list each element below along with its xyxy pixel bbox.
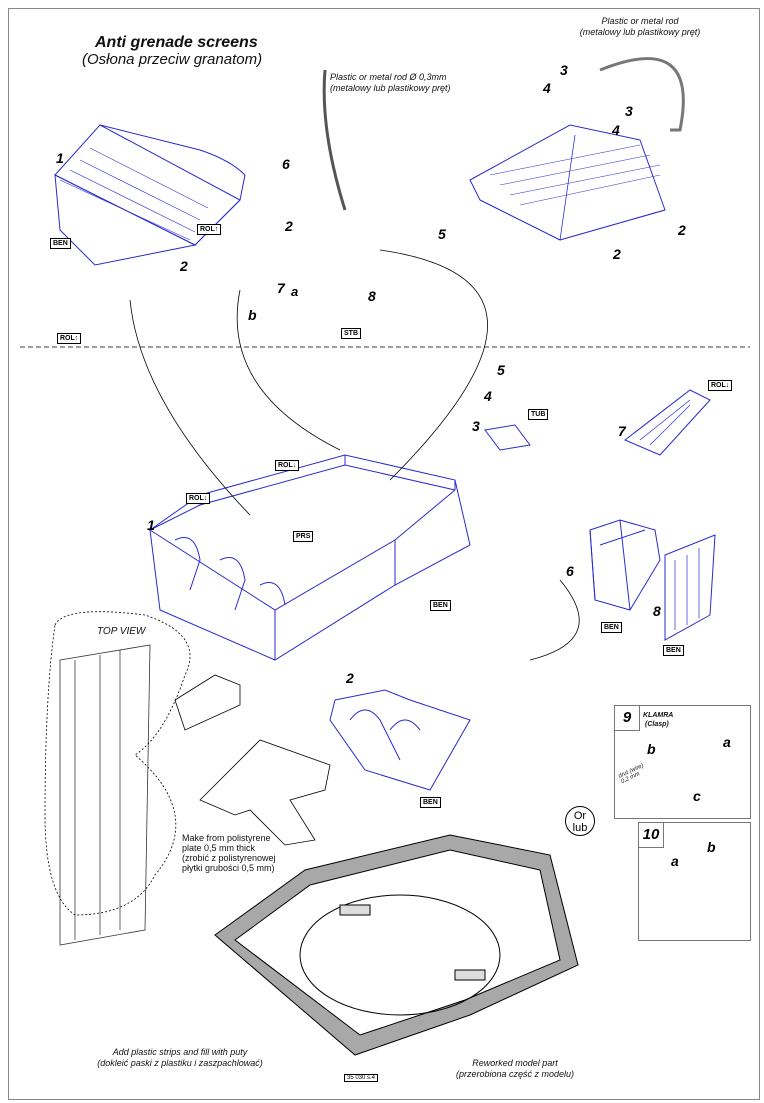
- part-letter: a: [671, 853, 679, 869]
- rod-note-mid-pl: (metalowy lub plastikowy pręt): [330, 83, 451, 93]
- clasp-box-9: 9 KLAMRA (Clasp) b a c drut (wire) 0,2 m…: [614, 705, 751, 819]
- part-letter: b: [647, 741, 656, 757]
- part-number: 7: [277, 280, 285, 296]
- tag-ben: BEN: [663, 645, 684, 656]
- clasp-subtitle: (Clasp): [645, 721, 669, 728]
- part-number: 2: [285, 218, 293, 234]
- part-letter: a: [291, 284, 299, 299]
- part-number: 6: [566, 563, 574, 579]
- tag-ben: BEN: [601, 622, 622, 633]
- part-number: 4: [484, 388, 492, 404]
- plate-part-3: [484, 424, 531, 451]
- strip-part-2: [329, 689, 471, 791]
- wire-note: drut (wire) 0,2 mm: [618, 763, 648, 785]
- tag-ben: BEN: [50, 238, 71, 249]
- page-subtitle: (Osłona przeciw granatom): [82, 51, 263, 68]
- part-number: 4: [612, 122, 620, 138]
- rod-note-top: Plastic or metal rod (metalowy lub plast…: [565, 16, 715, 38]
- reworked-note: Reworked model part (przerobiona część z…: [440, 1058, 590, 1080]
- strips-note: Add plastic strips and fill with puty (d…: [70, 1047, 290, 1069]
- part-number: 5: [497, 362, 505, 378]
- clasp-title: KLAMRA: [643, 712, 674, 719]
- reworked-hull-base: [214, 834, 579, 1056]
- part-number: 6: [282, 156, 290, 172]
- reworked-note-en: Reworked model part: [472, 1058, 558, 1068]
- box-number: 9: [615, 706, 640, 731]
- tag-rol-up: ROL↑: [57, 333, 82, 344]
- tag-rol-down: ROL↓: [275, 460, 300, 471]
- part-number: 2: [613, 246, 621, 262]
- rod-note-top-pl: (metalowy lub plastikowy pręt): [579, 27, 701, 37]
- tag-ben: BEN: [420, 797, 441, 808]
- rod-note-mid: Plastic or metal rod Ø 0,3mm (metalowy l…: [330, 72, 451, 94]
- rod-note-top-en: Plastic or metal rod: [601, 16, 679, 26]
- part-number: 1: [56, 150, 64, 166]
- polystyrene-note-line: Make from polistyrene: [182, 833, 271, 843]
- panel-part-8: [664, 534, 716, 641]
- part-number: 3: [560, 62, 568, 78]
- page-code: 35 030 s.4: [344, 1074, 379, 1082]
- part-number: 3: [472, 418, 480, 434]
- or-lub-callout: Or lub: [565, 806, 595, 836]
- tag-stb: STB: [341, 328, 361, 339]
- part-number: 3: [625, 103, 633, 119]
- polystyrene-note-line: (zrobić z polistyrenowej: [182, 853, 276, 863]
- part-number: 8: [653, 603, 661, 619]
- part-letter: c: [693, 788, 701, 804]
- page-title: Anti grenade screens: [95, 34, 258, 51]
- strips-note-en: Add plastic strips and fill with puty: [112, 1047, 248, 1057]
- part-number: 5: [438, 226, 446, 242]
- tag-prs: PRS: [293, 531, 314, 542]
- part-number: 4: [543, 80, 551, 96]
- tag-rol-up: ROL↑: [197, 224, 222, 235]
- tag-rol-down: ROL↓: [708, 380, 733, 391]
- polystyrene-note: Make from polistyrene plate 0,5 mm thick…: [182, 833, 276, 873]
- hull-part-1: [149, 454, 471, 661]
- box-number: 10: [639, 823, 664, 848]
- polystyrene-note-line: płytki grubości 0,5 mm): [182, 863, 275, 873]
- tag-tub: TUB: [528, 409, 549, 420]
- strips-note-pl: (dokleić paski z plastiku i zaszpachlowa…: [97, 1058, 263, 1068]
- tag-ben: BEN: [430, 600, 451, 611]
- lub-label: lub: [572, 822, 588, 834]
- part-letter: a: [723, 734, 731, 750]
- part-letter: b: [248, 307, 257, 323]
- reworked-note-pl: (przerobiona część z modelu): [455, 1069, 575, 1079]
- screen-part-1-top-left: [54, 124, 246, 266]
- part-number: 2: [678, 222, 686, 238]
- part-number: 8: [368, 288, 376, 304]
- part-number: 2: [346, 670, 354, 686]
- rod-note-mid-en: Plastic or metal rod Ø 0,3mm: [330, 72, 447, 82]
- or-label: Or: [573, 810, 587, 822]
- screen-part-top-right: [469, 124, 666, 241]
- part-number: 2: [180, 258, 188, 274]
- polystyrene-note-line: plate 0,5 mm thick: [182, 843, 256, 853]
- tag-rol-down: ROL↓: [186, 493, 211, 504]
- part-number: 1: [147, 517, 155, 533]
- panel-part-7: [624, 389, 711, 456]
- top-view-label: TOP VIEW: [97, 626, 146, 637]
- page-frame: [8, 8, 760, 1100]
- part-number: 7: [618, 423, 626, 439]
- part-letter: b: [707, 839, 716, 855]
- bracket-part-6: [589, 519, 661, 611]
- clasp-box-10: 10 a b: [638, 822, 751, 941]
